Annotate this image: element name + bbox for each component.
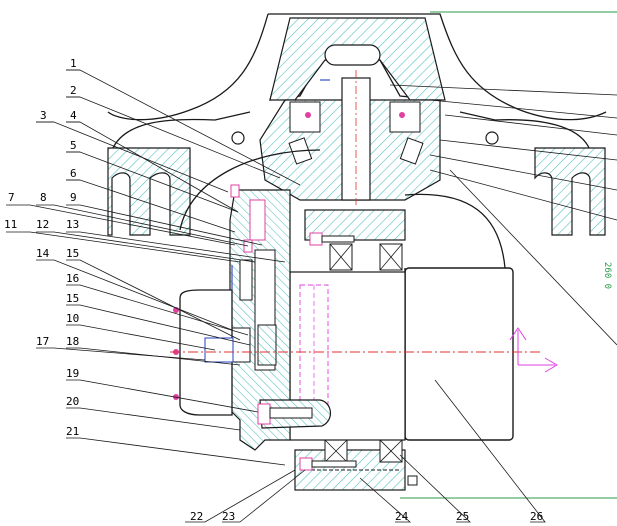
part-label-17: 17 bbox=[36, 335, 49, 348]
part-label-15b: 15 bbox=[66, 292, 79, 305]
right-fork bbox=[485, 131, 606, 236]
ring-gear-lower bbox=[294, 439, 418, 491]
part-label-2: 2 bbox=[70, 84, 77, 97]
part-label-14: 14 bbox=[36, 247, 50, 260]
part-label-7: 7 bbox=[8, 191, 15, 204]
part-label-11: 11 bbox=[4, 218, 17, 231]
part-label-4: 4 bbox=[70, 109, 77, 122]
part-label-1: 1 bbox=[70, 57, 77, 70]
part-label-10: 10 bbox=[66, 312, 79, 325]
swing-arc bbox=[179, 149, 321, 231]
blue-accents bbox=[231, 79, 330, 290]
part-label-3: 3 bbox=[40, 109, 47, 122]
part-label-15a: 15 bbox=[66, 247, 79, 260]
part-label-8: 8 bbox=[40, 191, 47, 204]
part-label-16: 16 bbox=[66, 272, 79, 285]
part-label-20: 20 bbox=[66, 395, 79, 408]
part-label-23: 23 bbox=[222, 510, 235, 523]
left-fork bbox=[107, 131, 245, 236]
part-labels: 1 2 3 4 5 6 7 8 9 11 12 13 14 15 16 15 1… bbox=[4, 57, 543, 523]
part-label-12: 12 bbox=[36, 218, 49, 231]
hub-assembly bbox=[229, 189, 291, 451]
motor-body bbox=[404, 267, 514, 441]
part-label-6: 6 bbox=[70, 167, 77, 180]
part-label-25: 25 bbox=[456, 510, 469, 523]
lower-lug bbox=[257, 399, 331, 429]
ring-gear-upper bbox=[304, 209, 406, 271]
centerline bbox=[170, 327, 558, 373]
part-label-22: 22 bbox=[190, 510, 203, 523]
part-label-13: 13 bbox=[66, 218, 79, 231]
part-label-9: 9 bbox=[70, 191, 77, 204]
leader-lines bbox=[6, 69, 617, 523]
part-label-5: 5 bbox=[70, 139, 77, 152]
side-annotation: 260 0 bbox=[602, 262, 612, 289]
end-cap bbox=[173, 289, 234, 416]
part-label-18: 18 bbox=[66, 335, 79, 348]
cable-arc bbox=[404, 193, 506, 269]
part-label-24: 24 bbox=[395, 510, 409, 523]
part-label-21: 21 bbox=[66, 425, 79, 438]
part-label-19: 19 bbox=[66, 367, 79, 380]
label-underlines bbox=[36, 69, 80, 181]
frame-lines bbox=[400, 11, 617, 499]
part-label-26: 26 bbox=[530, 510, 543, 523]
upper-housing-section bbox=[259, 17, 446, 205]
